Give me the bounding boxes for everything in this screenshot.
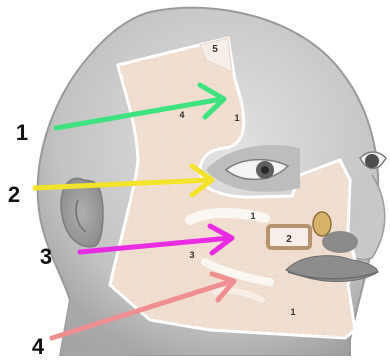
outer-label-3: 3	[40, 244, 52, 269]
flap-label-1-upper: 1	[234, 113, 239, 123]
outer-label-1: 1	[16, 120, 28, 145]
flap-label-1-lower: 1	[290, 307, 295, 317]
flap-label-4: 4	[179, 110, 184, 120]
flap-label-5: 5	[212, 44, 218, 55]
outer-label-4: 4	[32, 334, 45, 356]
flap-label-1-middle: 1	[250, 211, 255, 221]
flap-label-3: 3	[189, 250, 194, 260]
outer-label-2: 2	[8, 182, 20, 207]
flap-label-2: 2	[286, 234, 292, 245]
